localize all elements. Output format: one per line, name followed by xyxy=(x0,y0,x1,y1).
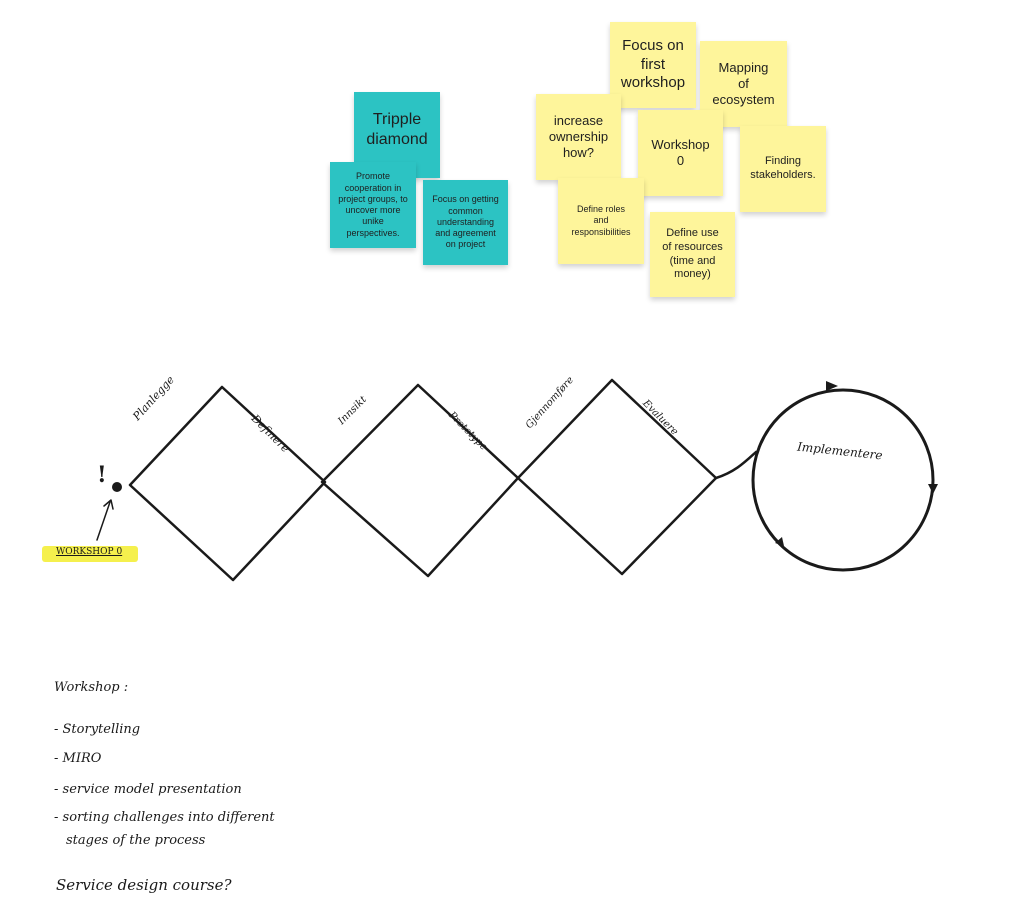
workshop-item: - service model presentation xyxy=(54,782,242,797)
note-focus-first-workshop[interactable]: Focus on first workshop xyxy=(610,22,696,108)
pointer-arrow xyxy=(96,501,111,541)
cycle-arrow-top xyxy=(826,381,838,391)
pointer-arrow-head xyxy=(103,499,114,510)
cycle-arrow-right xyxy=(928,484,938,494)
note-text: Define roles and responsibilities xyxy=(571,204,631,237)
workshop-item: - Storytelling xyxy=(54,722,141,737)
note-text: increase ownership how? xyxy=(548,112,609,161)
start-dot xyxy=(112,482,122,492)
note-text: Define use of resources (time and money) xyxy=(662,227,723,281)
note-define-roles[interactable]: Define roles and responsibilities xyxy=(558,178,644,264)
note-text: Focus on getting common understanding an… xyxy=(432,194,499,250)
workshop-item: - sorting challenges into different xyxy=(54,810,275,825)
note-focus-understanding[interactable]: Focus on getting common understanding an… xyxy=(423,180,508,265)
cycle-arrow-left xyxy=(775,537,784,546)
service-design-question: Service design course? xyxy=(56,876,232,894)
workshop-highlight xyxy=(42,546,138,562)
note-text: Mapping of ecosystem xyxy=(712,59,775,108)
note-define-resources[interactable]: Define use of resources (time and money) xyxy=(650,212,735,297)
implement-cycle xyxy=(751,388,935,572)
diamond-1 xyxy=(128,385,327,582)
workshop-item: - MIRO xyxy=(54,751,102,766)
workshop-0-label: WORKSHOP 0 xyxy=(56,547,123,557)
note-text: Promote cooperation in project groups, t… xyxy=(338,171,408,238)
note-text: Workshop 0 xyxy=(651,136,710,168)
note-text: Focus on first workshop xyxy=(620,36,686,92)
note-finding-stakeholders[interactable]: Finding stakeholders. xyxy=(740,126,826,212)
connector-line xyxy=(714,450,758,480)
note-workshop-0[interactable]: Workshop 0 xyxy=(638,110,723,196)
note-promote-cooperation[interactable]: Promote cooperation in project groups, t… xyxy=(330,162,416,248)
workshop-heading: Workshop : xyxy=(54,680,129,695)
note-increase-ownership[interactable]: increase ownership how? xyxy=(536,94,621,180)
exclamation-marker: ! xyxy=(97,462,107,488)
note-text: Tripple diamond xyxy=(366,111,428,148)
note-text: Finding stakeholders. xyxy=(750,155,816,181)
workshop-item-continued: stages of the process xyxy=(66,833,206,848)
